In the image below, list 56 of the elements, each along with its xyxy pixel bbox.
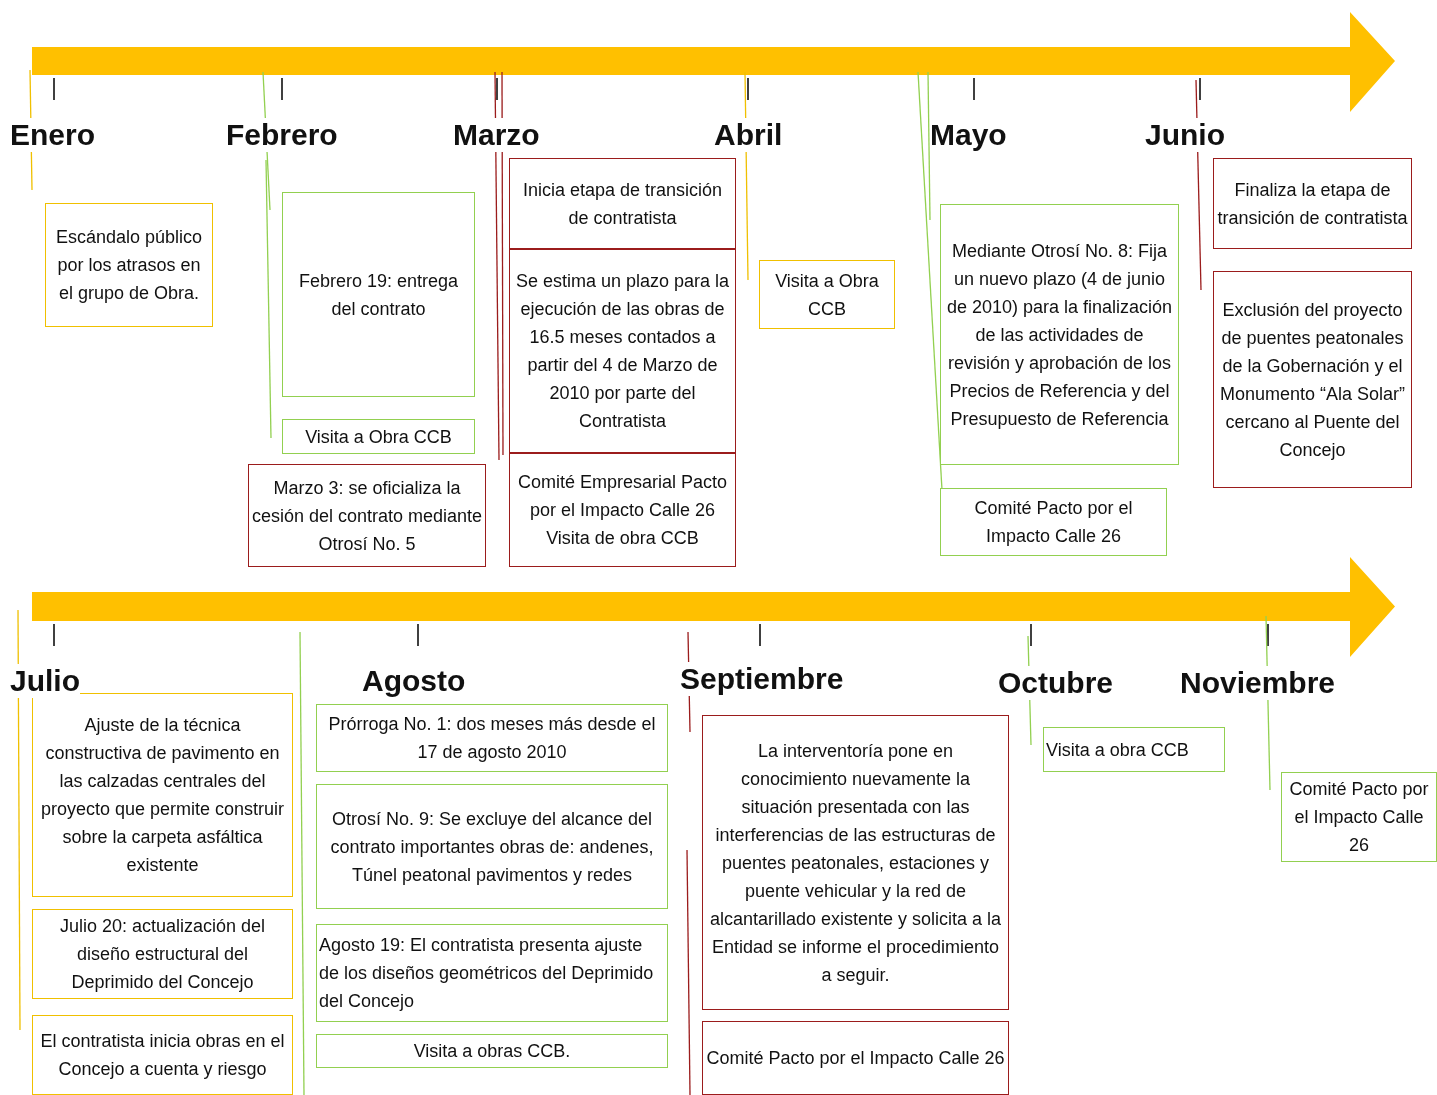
event-box (1213, 271, 1412, 488)
event-box (316, 1034, 668, 1068)
event-box (282, 419, 475, 454)
event-box (759, 260, 895, 329)
event-text: Escándalo público por los atrasos en el grupo de Obra. (54, 226, 204, 305)
event-box (32, 1015, 293, 1095)
event-text: Comité Pacto por el Impacto Calle 26 (1288, 778, 1430, 857)
month-label: Febrero (226, 118, 338, 152)
event-text: Comité Pacto por el Impacto Calle 26 (973, 497, 1134, 548)
event-text: El contratista inicia obras en el Concejo a cuenta y riesgo (39, 1030, 286, 1081)
event-box (509, 249, 736, 453)
event-text: Se estima un plazo para la ejecución de las obras de 16.5 meses contados a partir del 4 de Marzo de 2010 por parte del Contratista (514, 270, 731, 433)
month-label: Septiembre (680, 662, 844, 696)
event-box (509, 453, 736, 567)
event-text: Comité Empresarial Pacto por el Impacto Calle 26 (516, 471, 729, 522)
event-box (316, 784, 668, 909)
month-label: Julio (10, 664, 80, 698)
event-box (702, 1021, 1009, 1095)
event-text: Otrosí No. 9: Se excluye del alcance del contrato importantes obras de: andenes, Túnel peatonal pavimentos y redes (329, 807, 655, 887)
event-text: Prórroga No. 1: dos meses más desde el 17 de agosto 2010 (327, 713, 657, 764)
month-label: Noviembre (1180, 666, 1336, 700)
month-label: Marzo (453, 118, 540, 152)
event-text: Agosto 19: El contratista presenta ajuste de los diseños geométricos del Deprimido del Concejo (319, 934, 655, 1013)
event-text: Visita a Obra CCB (305, 425, 452, 449)
event-box (45, 203, 213, 327)
event-box (316, 924, 668, 1022)
event-text: Visita a Obra CCB (774, 269, 880, 321)
event-text: Visita a obras CCB. (413, 1040, 571, 1063)
event-box (32, 909, 293, 999)
event-text: Inicia etapa de transición de contratista (521, 178, 724, 230)
event-box (1213, 158, 1412, 249)
event-box (702, 715, 1009, 1010)
event-text: Comité Pacto por el Impacto Calle 26 (706, 1047, 1005, 1070)
event-box (940, 488, 1167, 556)
event-box (316, 704, 668, 772)
event-text: Exclusión del proyecto de puentes peatonales de la Gobernación y el Monumento “Ala Solar” cercano al Puente del Concejo (1218, 298, 1407, 462)
event-text: Ajuste de la técnica constructiva de pavimento en las calzadas centrales del proyecto que permite construir sobre la carpeta asfáltica existente (39, 714, 286, 877)
month-label: Octubre (998, 666, 1114, 700)
event-box (1043, 727, 1225, 772)
event-box (940, 204, 1179, 465)
event-box (282, 192, 475, 397)
month-label: Enero (10, 118, 96, 152)
event-box (248, 464, 486, 567)
event-box (32, 693, 293, 897)
event-text: Finaliza la etapa de transición de contratista (1216, 178, 1409, 230)
event-box (1281, 772, 1437, 862)
event-text: Julio 20: actualización del diseño estructural del Deprimido del Concejo (58, 915, 267, 994)
event-text: Marzo 3: se oficializa la cesión del contrato mediante Otrosí No. 5 (251, 476, 483, 556)
event-text: Febrero 19: entrega del contrato (297, 269, 460, 321)
month-label: Junio (1145, 118, 1225, 152)
event-text: Mediante Otrosí No. 8: Fija un nuevo plazo (4 de junio de 2010) para la finalización de las actividades de revisión y aprobación de los Precios de Referencia y del Presupuesto de Referencia (945, 239, 1174, 431)
event-text: Visita de obra CCB (546, 527, 699, 550)
event-text: La interventoría pone en conocimiento nuevamente la situación presentada con las interferencias de las estructuras de puentes peatonales, estaciones y puente vehicular y la red de alcantarillado existente y solicita a la Entidad se informe el procedimiento a seguir. (708, 739, 1003, 987)
month-label: Abril (714, 118, 783, 152)
event-text: Visita a obra CCB (1046, 738, 1189, 762)
event-box (509, 158, 736, 249)
